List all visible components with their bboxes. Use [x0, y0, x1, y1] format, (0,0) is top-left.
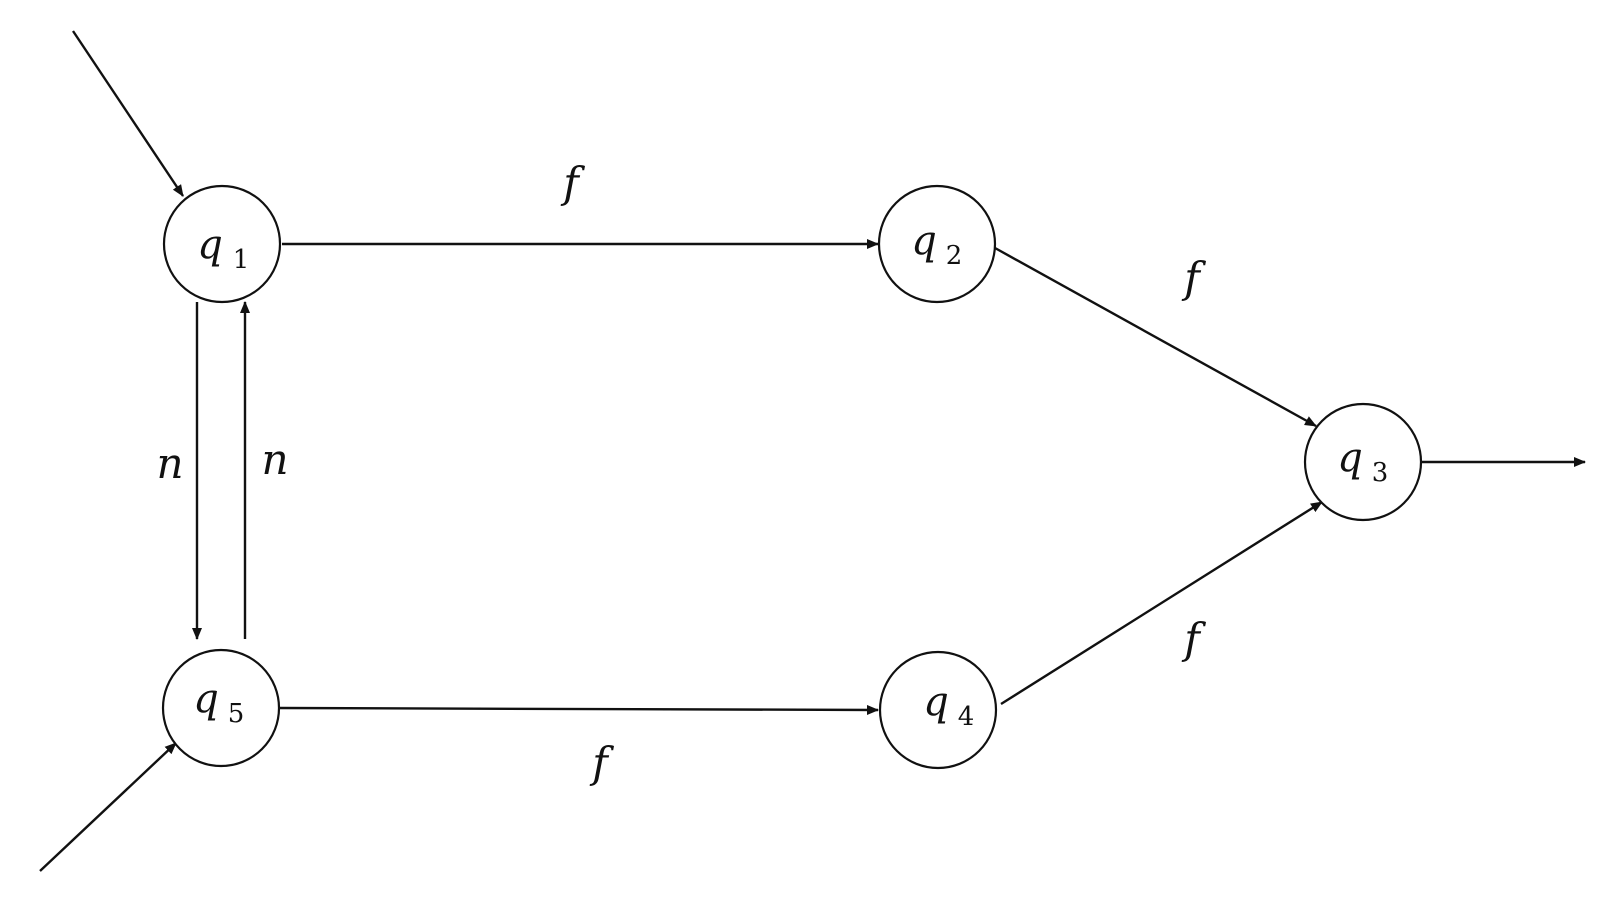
label-q2-q3: f — [1181, 253, 1206, 302]
edge-q5-q4 — [279, 704, 879, 715]
label-q4-q3: f — [1181, 614, 1206, 663]
label-q5-q4: f — [589, 738, 614, 787]
state-q4: q 4 — [878, 650, 998, 770]
state-q1-subscript: 1 — [233, 245, 250, 275]
state-q5: q 5 — [161, 648, 281, 768]
edge-q4-q3 — [1000, 500, 1323, 706]
state-q4-subscript: 4 — [958, 702, 975, 732]
state-q1-circle — [162, 184, 282, 304]
state-q5-name: q — [193, 676, 219, 722]
state-q1-name: q — [197, 222, 223, 268]
label-q1-q5: n — [156, 439, 183, 488]
initial-arrow-q1 — [72, 30, 184, 197]
label-q5-q1: n — [261, 435, 288, 484]
state-q3-circle — [1303, 402, 1423, 522]
edge-q2-q3 — [994, 246, 1317, 428]
state-q5-circle — [161, 648, 281, 768]
state-q3-subscript: 3 — [1372, 458, 1389, 488]
state-q3: q 3 — [1303, 402, 1423, 522]
state-q1: q 1 — [162, 184, 282, 304]
state-q4-name: q — [923, 679, 949, 725]
state-q2: q 2 — [877, 184, 997, 304]
label-q1-q2: f — [560, 158, 585, 207]
state-q4-circle — [878, 650, 998, 770]
state-q5-subscript: 5 — [228, 699, 245, 729]
state-q2-circle — [877, 184, 997, 304]
state-q2-subscript: 2 — [946, 241, 963, 271]
initial-arrow-q5 — [39, 742, 177, 872]
state-q3-name: q — [1337, 435, 1363, 481]
state-q2-name: q — [911, 218, 937, 264]
